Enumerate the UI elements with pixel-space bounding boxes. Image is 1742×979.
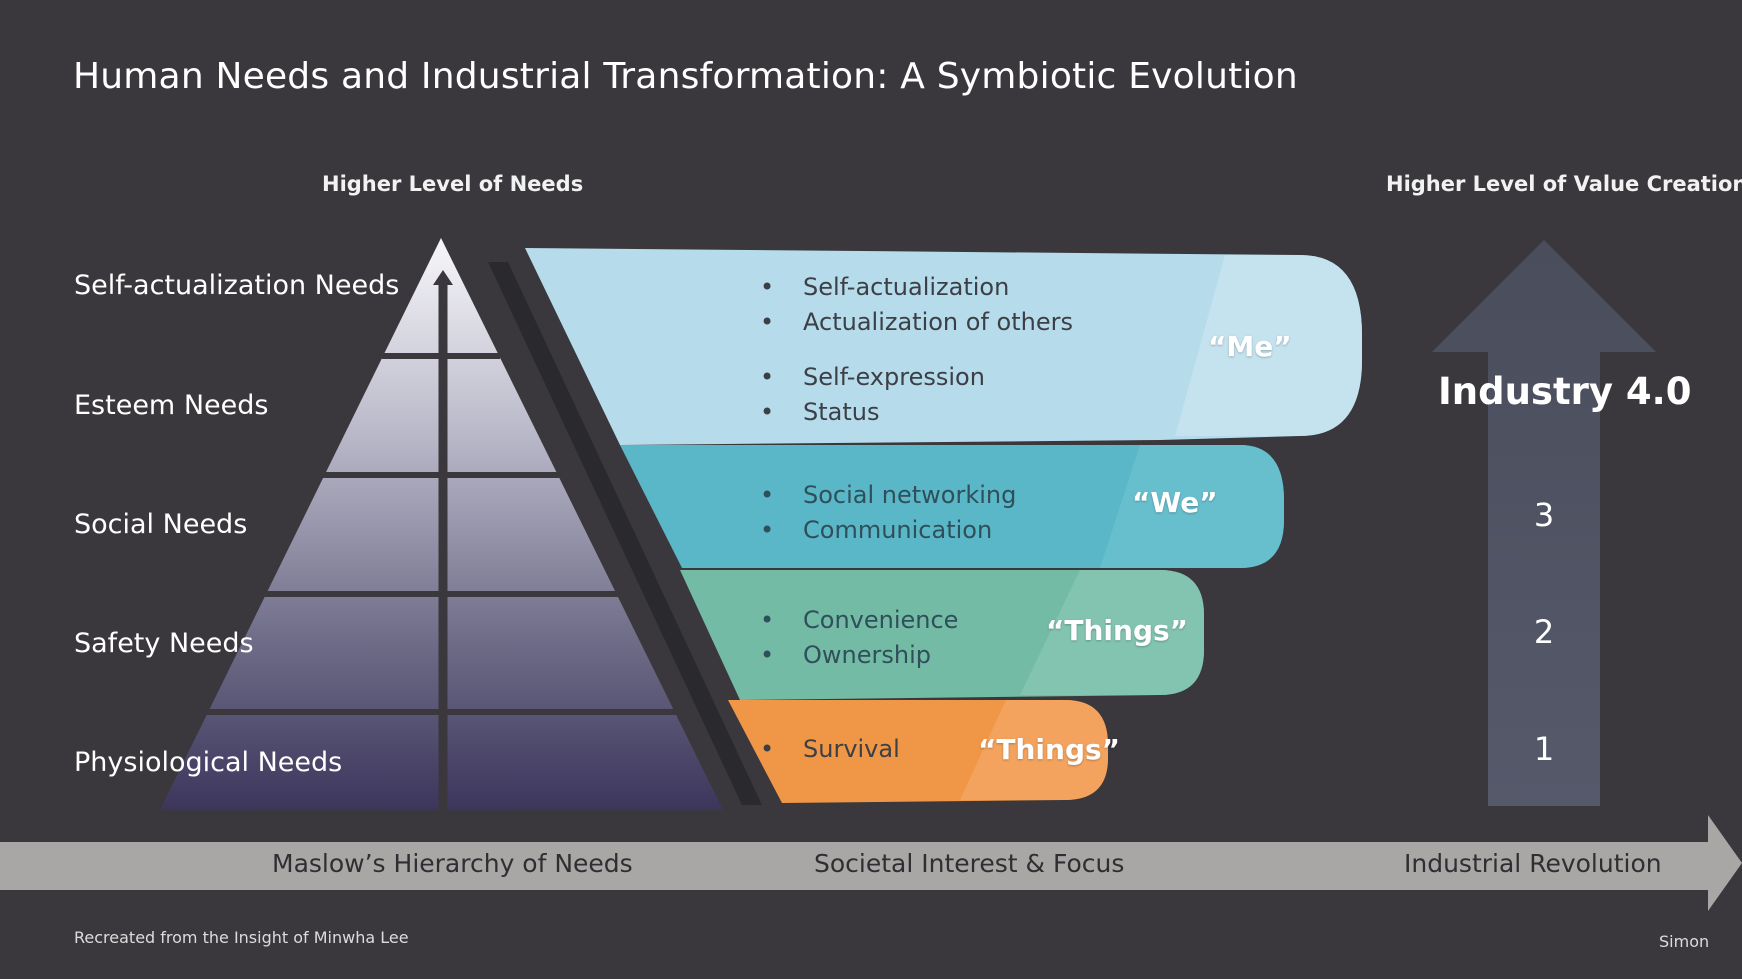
maslow-level-safety: Safety Needs	[74, 628, 254, 659]
axis-label-maslow: Maslow’s Hierarchy of Needs	[272, 849, 633, 878]
maslow-level-self-actualization: Self-actualization Needs	[74, 270, 400, 301]
tier-2-tag: “We”	[1132, 486, 1218, 519]
list-item: Actualization of others	[760, 305, 1073, 340]
tier-3-tag: “Things”	[1046, 614, 1189, 647]
list-item: Communication	[760, 513, 1016, 548]
tier-1-bullets-b: Self-expression Status	[760, 360, 985, 430]
horizontal-axis-arrow	[0, 815, 1742, 911]
list-item: Self-expression	[760, 360, 985, 395]
industry-number-3: 3	[1533, 496, 1555, 534]
industry-label: Industry 4.0	[1438, 370, 1692, 413]
tier-2-bullets: Social networking Communication	[760, 478, 1016, 548]
industry-number-2: 2	[1533, 613, 1555, 651]
footer-author: Simon	[1659, 932, 1710, 951]
maslow-level-social: Social Needs	[74, 509, 248, 540]
left-column-heading: Higher Level of Needs	[322, 172, 584, 196]
maslow-level-esteem: Esteem Needs	[74, 390, 269, 421]
divider-strip	[488, 262, 762, 805]
footer-credit: Recreated from the Insight of Minwha Lee	[74, 928, 409, 947]
maslow-pyramid	[160, 238, 723, 810]
axis-label-industrial: Industrial Revolution	[1404, 849, 1662, 878]
list-item: Social networking	[760, 478, 1016, 513]
tier-3-bullets: Convenience Ownership	[760, 603, 958, 673]
right-column-heading: Higher Level of Value Creation	[1386, 172, 1742, 196]
tier-1-tag: “Me”	[1208, 330, 1292, 363]
axis-label-societal: Societal Interest & Focus	[814, 849, 1125, 878]
list-item: Survival	[760, 732, 900, 767]
maslow-level-physiological: Physiological Needs	[74, 747, 343, 778]
tier-4-bullets: Survival	[760, 732, 900, 767]
list-item: Convenience	[760, 603, 958, 638]
list-item: Ownership	[760, 638, 958, 673]
value-creation-arrow	[1432, 240, 1656, 806]
list-item: Status	[760, 395, 985, 430]
tier-4-tag: “Things”	[978, 733, 1121, 766]
list-item: Self-actualization	[760, 270, 1073, 305]
tier-band-1	[525, 248, 1362, 445]
tier-1-bullets-a: Self-actualization Actualization of othe…	[760, 270, 1073, 340]
industry-number-1: 1	[1533, 730, 1555, 768]
page-title: Human Needs and Industrial Transformatio…	[73, 56, 1298, 97]
